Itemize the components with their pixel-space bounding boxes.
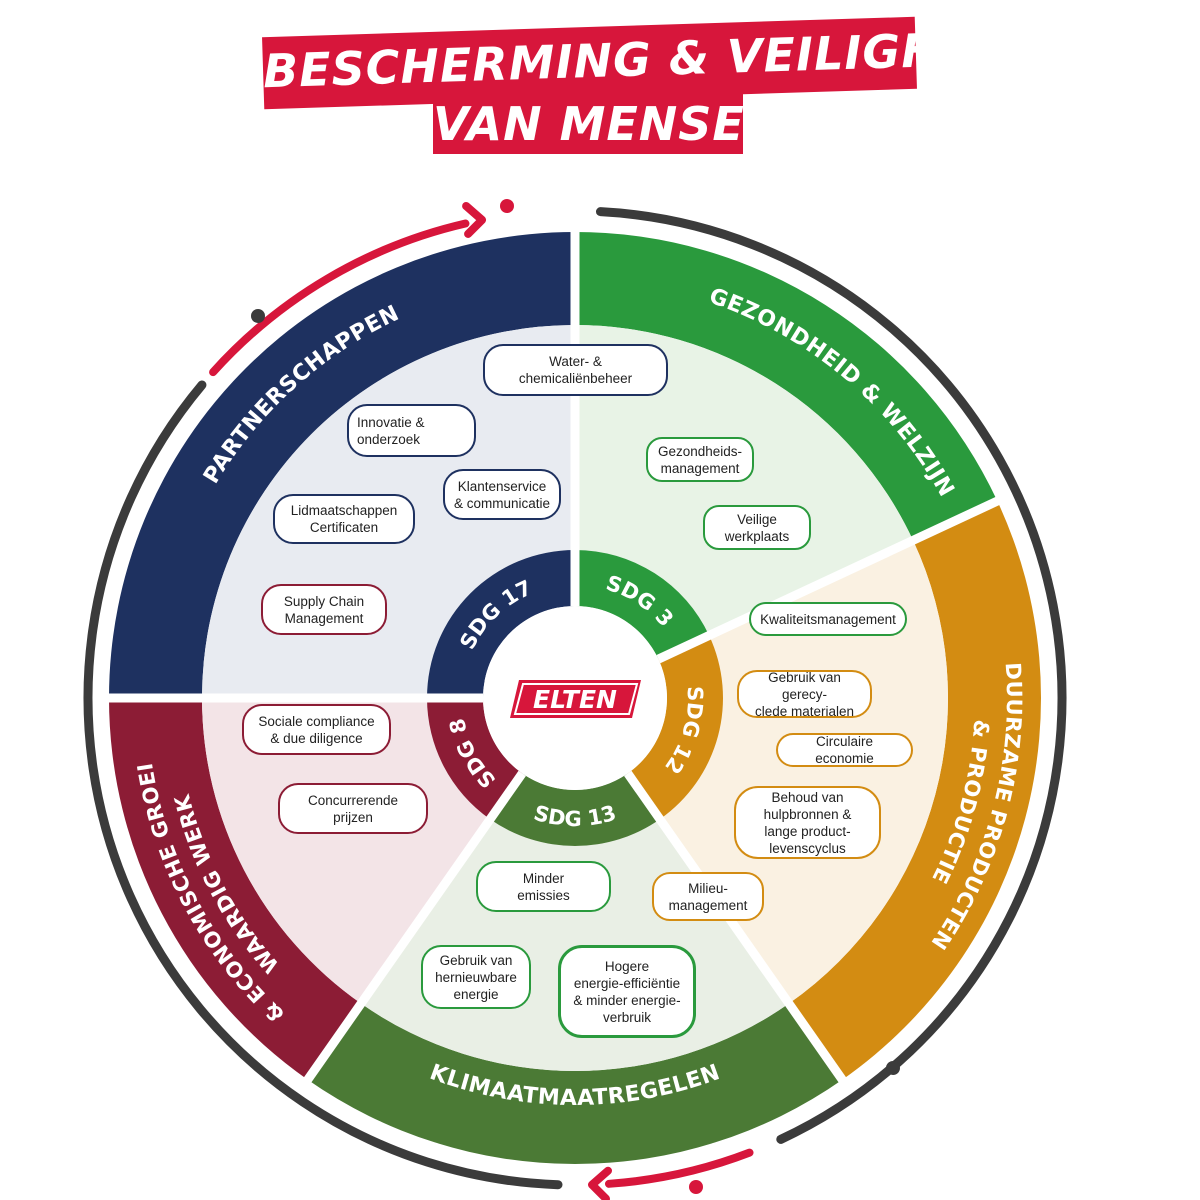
topic-quality-management: Kwaliteitsmanagement — [749, 602, 907, 636]
topic-energy-efficiency: Hogere energie-efficiëntie & minder ener… — [558, 945, 696, 1038]
sdg-ring-health — [575, 550, 710, 660]
arrow-head-icon — [462, 201, 487, 238]
segment-band-sustainable — [788, 501, 1041, 1080]
topic-safe-workplace: Veilige werkplaats — [703, 505, 811, 550]
dot-icon — [886, 1061, 900, 1075]
topic-environmental-management: Milieu- management — [652, 872, 764, 921]
sdg-ring-sustainable — [627, 635, 724, 820]
dot-icon — [689, 1180, 703, 1194]
topic-customer-service: Klantenservice & communicatie — [443, 469, 561, 520]
topic-fewer-emissions: Minder emissies — [476, 861, 611, 912]
arrow-head-icon — [587, 1166, 612, 1200]
segment-divider — [302, 770, 526, 1084]
topic-supply-chain: Supply Chain Management — [261, 584, 387, 635]
header-title-line2: VAN MENSEN — [433, 97, 785, 151]
topic-health-management: Gezondheids- management — [646, 437, 754, 482]
segment-divider — [656, 496, 1002, 664]
topic-competitive-prices: Concurrerende prijzen — [278, 783, 428, 834]
elten-logo: ELTEN — [510, 680, 641, 718]
sdg-ring-climate — [490, 773, 660, 847]
topic-water-chemicals: Water- & chemicaliënbeheer — [483, 344, 668, 396]
topic-resource-conservation: Behoud van hulpbronnen & lange product- … — [734, 786, 881, 859]
topic-recycled-materials: Gebruik van gerecy- clede materialen — [737, 670, 872, 719]
dot-icon — [500, 199, 514, 213]
topic-social-compliance: Sociale compliance & due diligence — [242, 704, 391, 755]
segment-band-partnerships — [109, 232, 575, 698]
segment-band-climate — [307, 1003, 843, 1164]
topic-renewable-energy: Gebruik van hernieuwbare energie — [421, 945, 531, 1009]
dot-icon — [251, 309, 265, 323]
red-arrow-arc-bottom — [604, 1148, 754, 1188]
segment-band-work — [109, 698, 362, 1080]
outer-ring-arc-right — [595, 207, 1067, 1144]
segment-area-work — [202, 698, 491, 1004]
outer-ring-arc-left — [83, 380, 563, 1190]
logo-text: ELTEN — [533, 685, 617, 714]
topic-memberships: Lidmaatschappen Certificaten — [273, 494, 415, 544]
segment-divider — [624, 770, 848, 1084]
topic-innovation: Innovatie & onderzoek — [347, 404, 476, 457]
segment-band-health — [575, 232, 998, 541]
sdg-ring-partnerships — [427, 550, 575, 698]
topic-circular-economy: Circulaire economie — [776, 733, 913, 767]
header-banner-line2: VAN MENSEN — [433, 94, 785, 154]
sdg-ring-work — [427, 698, 523, 820]
red-arrow-arc-top — [209, 219, 470, 377]
